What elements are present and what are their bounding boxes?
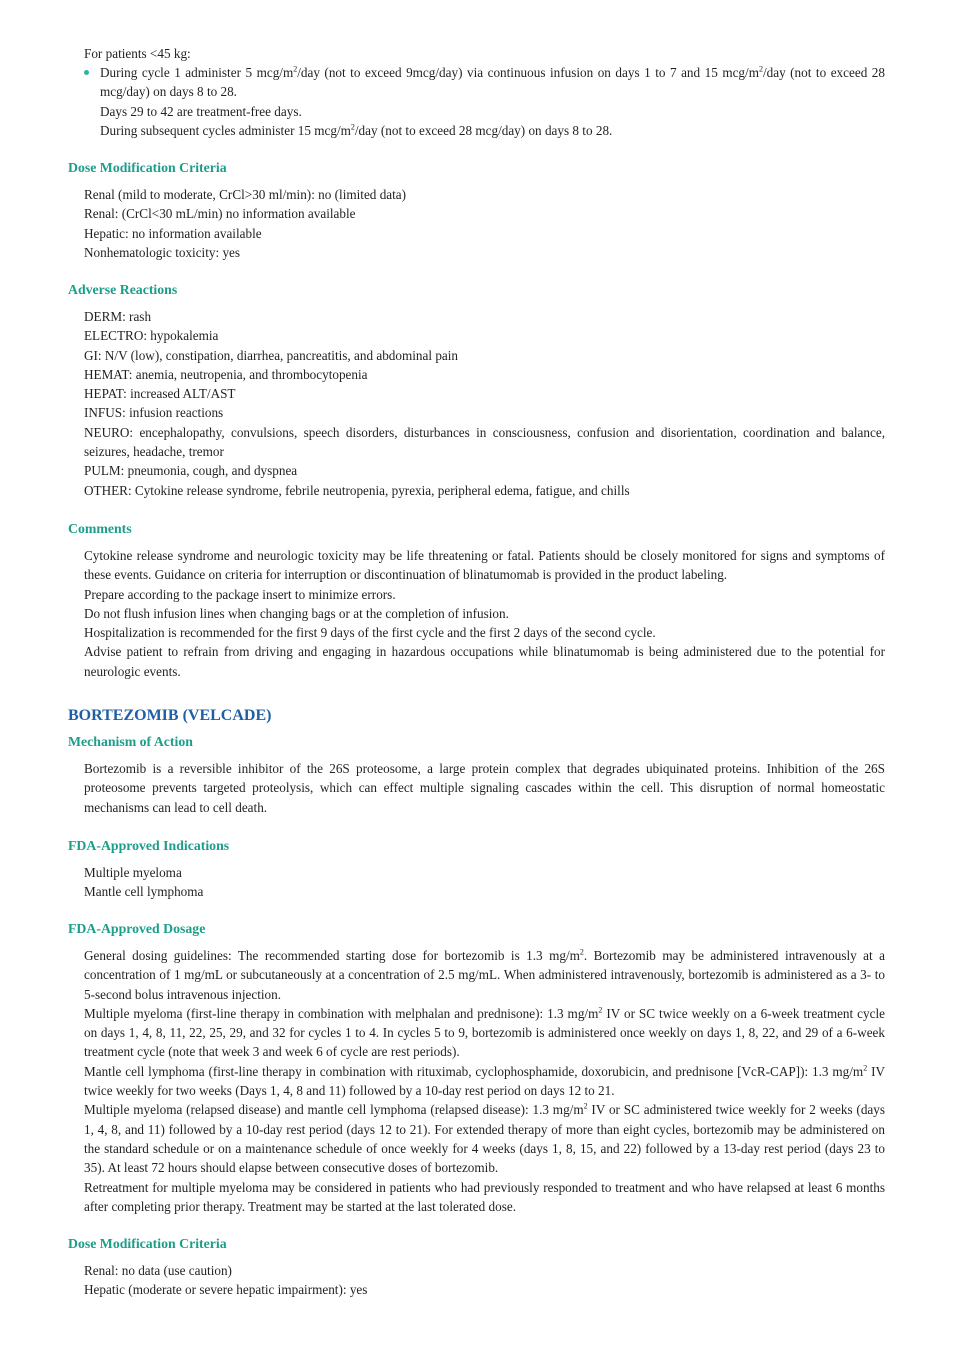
indications-heading: FDA-Approved Indications xyxy=(68,838,230,853)
dose-modification-list: Renal (mild to moderate, CrCl>30 ml/min)… xyxy=(84,185,885,262)
bullet-text: During cycle 1 administer 5 mcg/m2/day (… xyxy=(100,64,885,100)
patients-weight-intro: For patients <45 kg: xyxy=(84,46,191,61)
dose-modification-heading-2: Dose Modification Criteria xyxy=(68,1236,227,1251)
comment-item: Prepare according to the package insert … xyxy=(84,586,396,602)
comment-item: Advise patient to refrain from driving a… xyxy=(84,644,885,679)
comments-heading: Comments xyxy=(68,521,132,536)
adverse-item: INFUS: infusion reactions xyxy=(84,405,224,421)
dose-mod-item: Renal: (CrCl<30 mL/min) no information a… xyxy=(84,206,356,222)
adverse-item: NEURO: encephalopathy, convulsions, spee… xyxy=(84,424,885,460)
indication-item: Mantle cell lymphoma xyxy=(84,884,204,900)
adverse-item: GI: N/V (low), constipation, diarrhea, p… xyxy=(84,347,459,363)
adverse-item: HEPAT: increased ALT/AST xyxy=(84,386,236,402)
comment-item: Hospitalization is recommended for the f… xyxy=(84,625,656,641)
comments-list: Cytokine release syndrome and neurologic… xyxy=(84,546,885,681)
adverse-item: ELECTRO: hypokalemia xyxy=(84,328,219,344)
comment-item: Cytokine release syndrome and neurologic… xyxy=(84,548,885,583)
dosage-myeloma-first-line: Multiple myeloma (first-line therapy in … xyxy=(84,1005,885,1060)
dose-mod-item: Hepatic: no information available xyxy=(84,225,262,241)
dose-mod-item: Renal (mild to moderate, CrCl>30 ml/min)… xyxy=(84,187,407,202)
adverse-item: PULM: pneumonia, cough, and dyspnea xyxy=(84,463,298,479)
dosage-mantle-cell-first-line: Mantle cell lymphoma (first-line therapy… xyxy=(84,1063,885,1099)
bullet-dot-icon xyxy=(84,70,89,75)
indications-list: Multiple myeloma Mantle cell lymphoma xyxy=(84,863,885,902)
treatment-free-days: Days 29 to 42 are treatment-free days. xyxy=(100,104,302,119)
dosage-heading: FDA-Approved Dosage xyxy=(68,921,206,936)
drug-title: BORTEZOMIB (VELCADE) xyxy=(68,707,272,724)
adverse-item: DERM: rash xyxy=(84,309,152,324)
dosage-text: General dosing guidelines: The recommend… xyxy=(84,946,885,1216)
indication-item: Multiple myeloma xyxy=(84,865,182,880)
dosing-bullet-item: During cycle 1 administer 5 mcg/m2/day (… xyxy=(84,63,885,103)
dosage-retreatment: Retreatment for multiple myeloma may be … xyxy=(84,1179,885,1214)
cycle-notes: Days 29 to 42 are treatment-free days. D… xyxy=(100,102,885,141)
dose-modification-heading: Dose Modification Criteria xyxy=(68,160,227,175)
mechanism-text: Bortezomib is a reversible inhibitor of … xyxy=(84,761,885,815)
mechanism-heading: Mechanism of Action xyxy=(68,734,193,749)
dosage-relapsed: Multiple myeloma (relapsed disease) and … xyxy=(84,1101,885,1176)
dose-mod-item: Hepatic (moderate or severe hepatic impa… xyxy=(84,1282,368,1298)
adverse-reactions-list: DERM: rash ELECTRO: hypokalemia GI: N/V … xyxy=(84,307,885,500)
dose-mod-item: Renal: no data (use caution) xyxy=(84,1263,232,1278)
adverse-item: OTHER: Cytokine release syndrome, febril… xyxy=(84,482,630,498)
adverse-item: HEMAT: anemia, neutropenia, and thromboc… xyxy=(84,366,368,382)
subsequent-cycles: During subsequent cycles administer 15 m… xyxy=(100,122,613,139)
comment-item: Do not flush infusion lines when changin… xyxy=(84,605,509,621)
dose-modification-list-2: Renal: no data (use caution) Hepatic (mo… xyxy=(84,1261,885,1300)
adverse-reactions-heading: Adverse Reactions xyxy=(68,282,178,297)
dosage-general: General dosing guidelines: The recommend… xyxy=(84,947,886,1002)
dose-mod-item: Nonhematologic toxicity: yes xyxy=(84,244,241,260)
